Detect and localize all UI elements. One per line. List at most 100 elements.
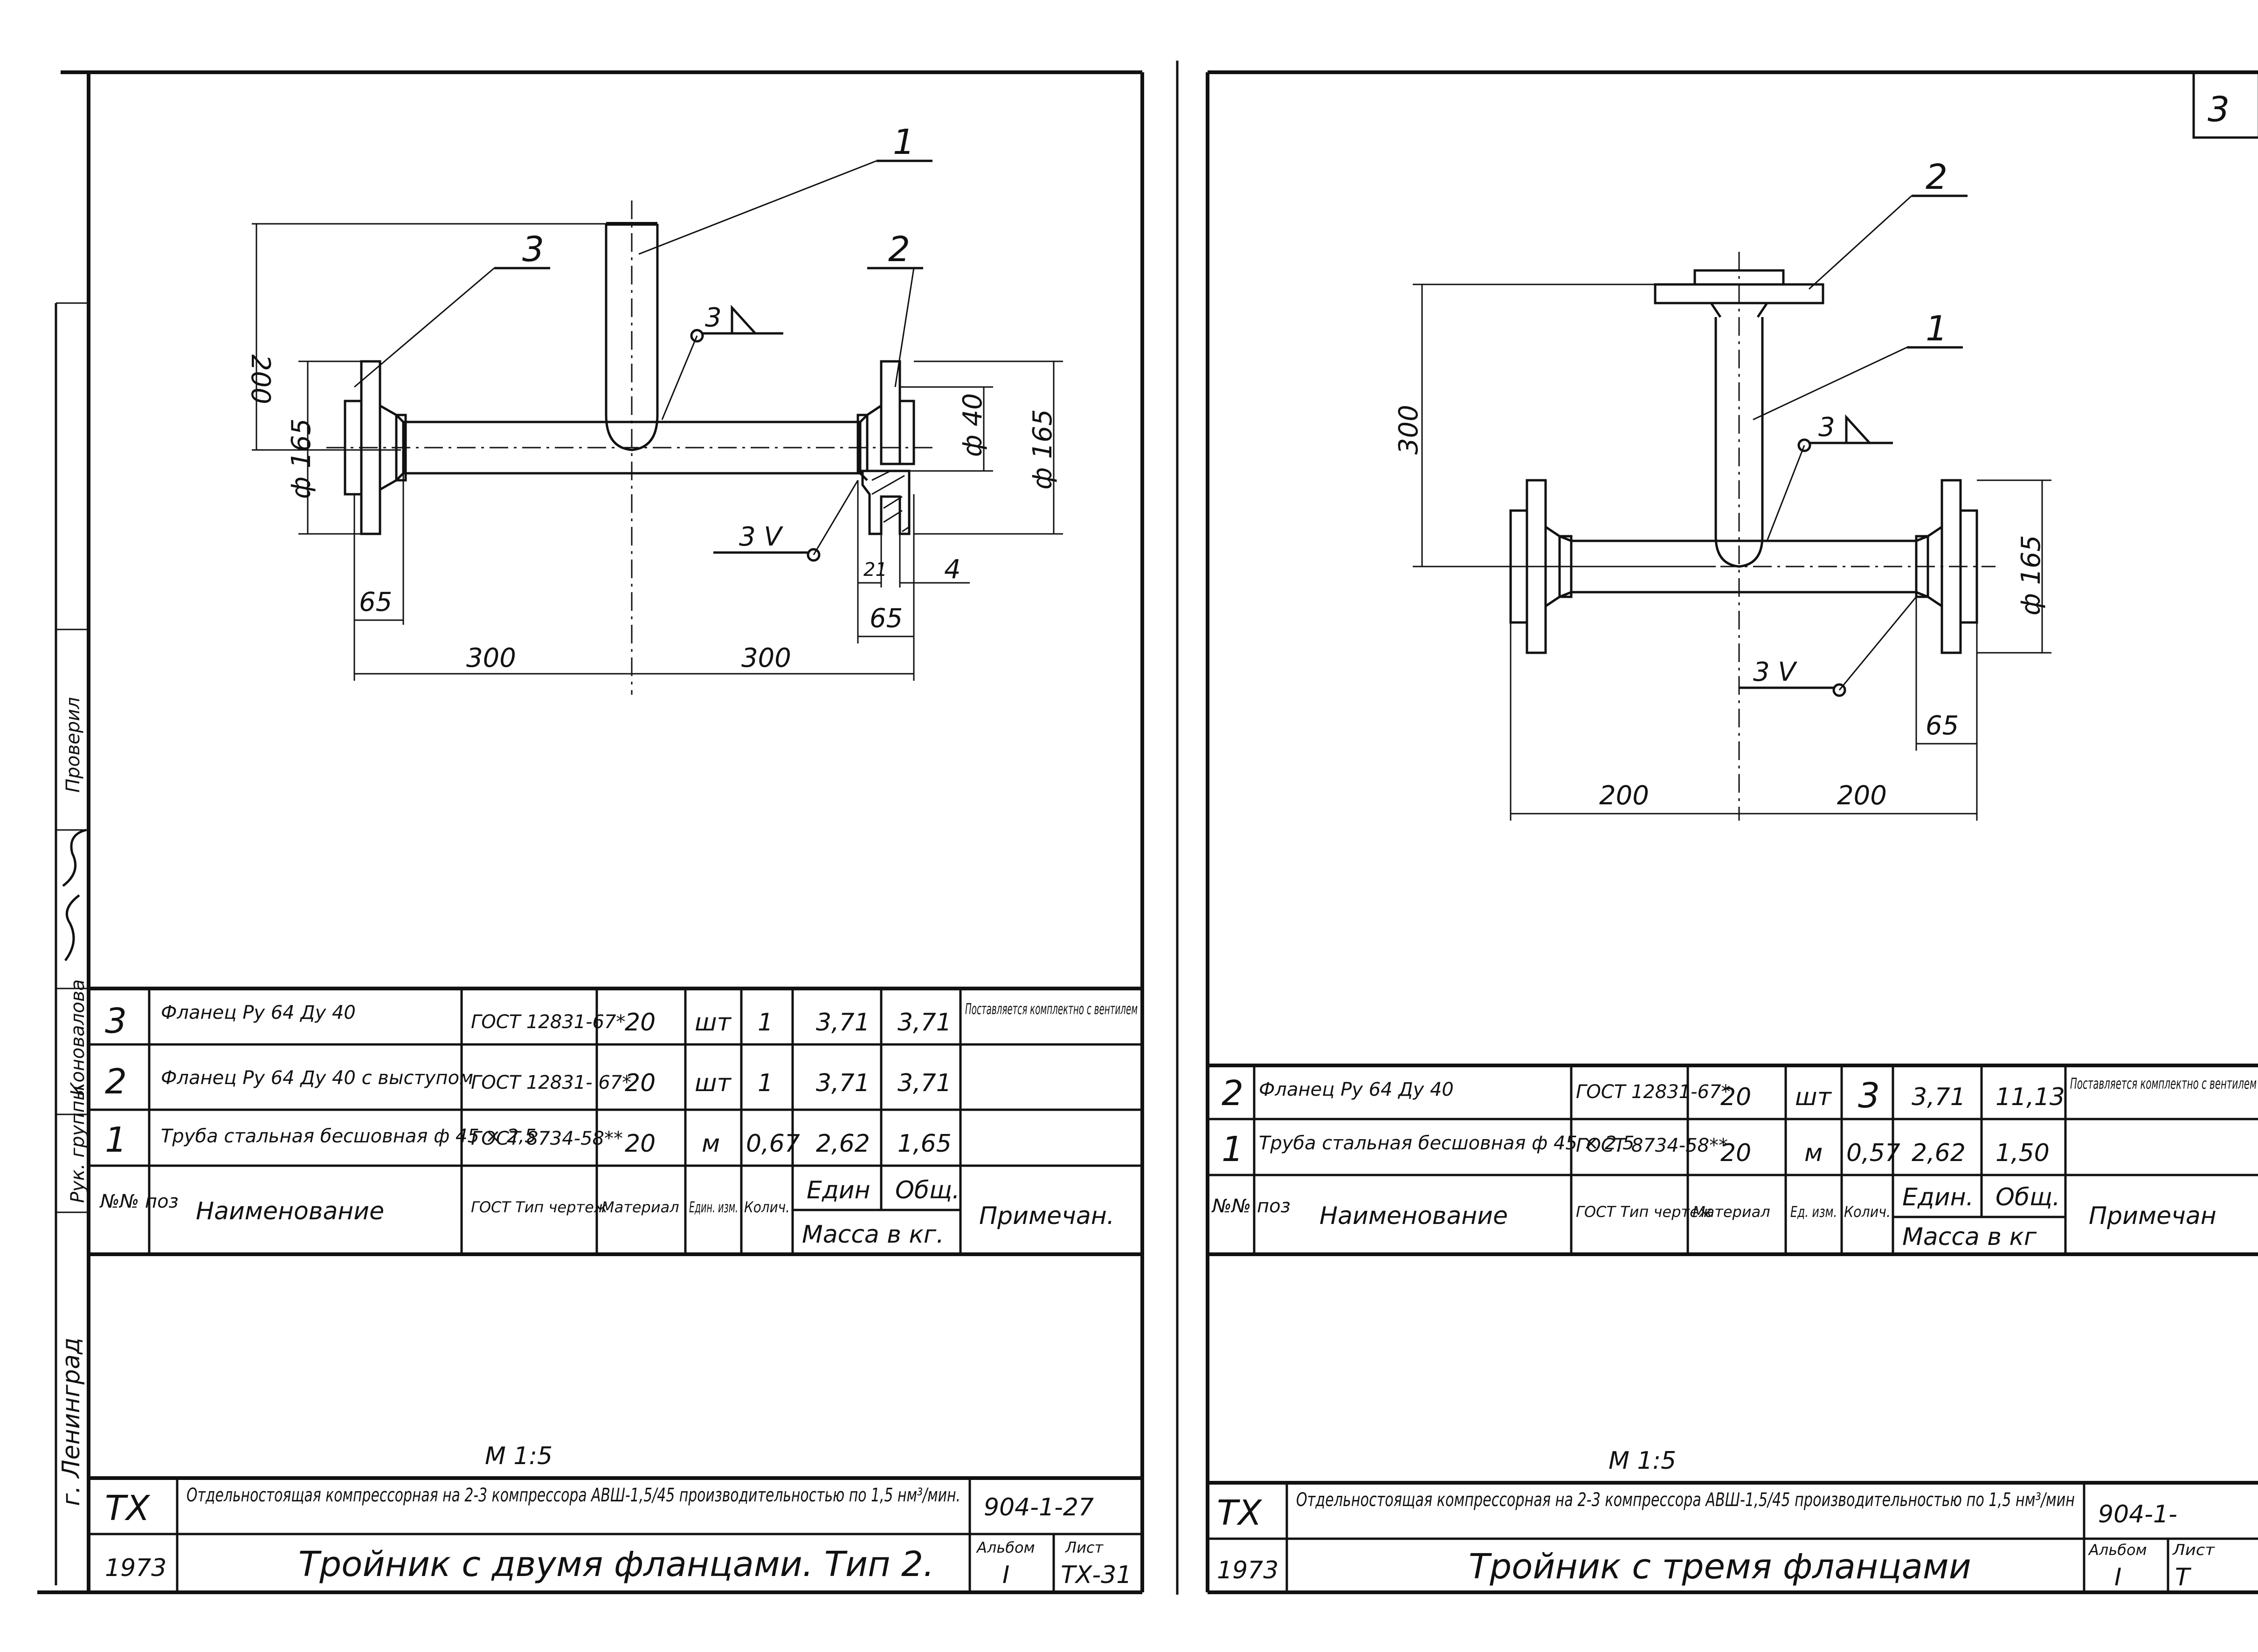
- svg-text:1,50: 1,50: [1996, 1139, 2050, 1167]
- svg-text:ГОСТ 8734-58**: ГОСТ 8734-58**: [1576, 1135, 1728, 1156]
- dim-phi165: ф 165: [2016, 535, 2046, 615]
- signature: [62, 829, 87, 961]
- svg-text:20: 20: [625, 1009, 656, 1037]
- svg-text:Альбом: Альбом: [976, 1539, 1035, 1556]
- svg-text:Поставляется комплектно с вент: Поставляется комплектно с вентилем: [965, 1000, 1138, 1018]
- svg-text:Ед. изм.: Ед. изм.: [1790, 1203, 1837, 1221]
- svg-text:20: 20: [1720, 1139, 1751, 1167]
- title-year: 1973: [1217, 1556, 1278, 1584]
- svg-text:Колич.: Колич.: [1844, 1203, 1891, 1221]
- svg-text:Колич.: Колич.: [744, 1198, 790, 1216]
- stamp-role: Проверил: [62, 697, 84, 793]
- svg-text:м: м: [702, 1130, 720, 1158]
- svg-text:2: 2: [105, 1062, 127, 1102]
- svg-text:м: м: [1804, 1139, 1823, 1167]
- spec-table-left: 3 Фланец Ру 64 Ду 40 ГОСТ 12831-67* 20 ш…: [89, 987, 1142, 1256]
- svg-text:1: 1: [105, 1120, 127, 1160]
- scale-right: М 1:5: [1609, 1447, 1676, 1475]
- svg-text:2: 2: [1222, 1073, 1243, 1113]
- svg-text:1: 1: [1222, 1129, 1243, 1169]
- weld-mark-3v: 3 V: [739, 522, 783, 552]
- tee-two-flanges-drawing: 200 ф 165 ф 40 ф 165 65: [245, 122, 1063, 695]
- title-code: ТХ: [105, 1488, 151, 1528]
- table-row: 2 Фланец Ру 64 Ду 40 ГОСТ 12831-67* 20 ш…: [1222, 1073, 2257, 1116]
- svg-text:ТХ-31: ТХ-31: [1061, 1561, 1132, 1589]
- dim-65-right: 65: [870, 603, 903, 634]
- svg-text:Примечан.: Примечан.: [979, 1202, 1114, 1230]
- callout-1: 1: [893, 122, 915, 162]
- svg-text:0,67: 0,67: [746, 1130, 800, 1158]
- svg-text:I: I: [1002, 1561, 1009, 1589]
- svg-text:1: 1: [758, 1009, 773, 1037]
- table-header: №№ поз Наименование ГОСТ Тип чертеж Мате…: [1211, 1183, 2217, 1251]
- dim-200-right: 200: [1837, 781, 1887, 811]
- svg-text:1: 1: [758, 1069, 773, 1097]
- dim-300: 300: [1394, 405, 1424, 455]
- dim-300-left: 300: [466, 643, 516, 673]
- svg-text:1,65: 1,65: [898, 1130, 952, 1158]
- svg-text:Масса в кг: Масса в кг: [1902, 1223, 2037, 1251]
- dim-200: 200: [245, 354, 276, 404]
- svg-text:Примечан: Примечан: [2089, 1202, 2217, 1230]
- dim-21: 21: [863, 559, 887, 581]
- weld-mark-3v: 3 V: [1753, 657, 1797, 687]
- dim-4: 4: [944, 554, 961, 585]
- svg-text:3: 3: [105, 1001, 127, 1041]
- table-row: 1 Труба стальная бесшовная ф 45 × 2,5 ГО…: [105, 1120, 952, 1160]
- svg-text:3,71: 3,71: [898, 1069, 952, 1097]
- title-project: Отдельностоящая компрессорная на 2-3 ком…: [1296, 1489, 2075, 1511]
- title-project: Отдельностоящая компрессорная на 2-3 ком…: [186, 1485, 960, 1506]
- table-row: 2 Фланец Ру 64 Ду 40 с выступом ГОСТ 128…: [105, 1062, 952, 1102]
- svg-text:Един.: Един.: [1902, 1183, 1974, 1211]
- svg-text:Фланец Ру 64 Ду 40 с выступом: Фланец Ру 64 Ду 40 с выступом: [161, 1067, 473, 1089]
- title-year: 1973: [105, 1554, 166, 1582]
- svg-text:Един: Един: [807, 1176, 870, 1204]
- svg-text:Материал: Материал: [601, 1198, 679, 1216]
- weld-mark-3: 3: [1818, 412, 1835, 442]
- svg-text:2,62: 2,62: [1912, 1139, 1966, 1167]
- stamp-name: Коновалова: [67, 979, 89, 1096]
- scale-left: М 1:5: [485, 1442, 552, 1470]
- title-main: Тройник с двумя фланцами. Тип 2.: [298, 1544, 934, 1584]
- stamp-org: г. Ленинград: [57, 1338, 85, 1506]
- stamp-role: Рук. группы: [67, 1086, 89, 1203]
- svg-text:шт: шт: [695, 1069, 732, 1097]
- callout-3: 3: [522, 229, 544, 270]
- svg-text:ГОСТ Тип чертеж: ГОСТ Тип чертеж: [471, 1198, 608, 1216]
- svg-text:20: 20: [1720, 1083, 1751, 1111]
- title-main: Тройник с тремя фланцами: [1469, 1547, 1971, 1587]
- dim-300-right: 300: [741, 643, 791, 673]
- svg-text:Общ.: Общ.: [1996, 1183, 2060, 1211]
- svg-text:20: 20: [625, 1069, 656, 1097]
- svg-text:Фланец Ру 64 Ду 40: Фланец Ру 64 Ду 40: [1259, 1079, 1454, 1100]
- spec-table-right: 2 Фланец Ру 64 Ду 40 ГОСТ 12831-67* 20 ш…: [1208, 1064, 2258, 1256]
- svg-text:0,57: 0,57: [1846, 1139, 1900, 1167]
- svg-text:Материал: Материал: [1692, 1203, 1770, 1221]
- side-stamp: г. Ленинград Рук. группы Коновалова Пров…: [55, 302, 89, 1585]
- right-sheet: 3 300: [1206, 70, 2258, 1594]
- svg-text:Лист: Лист: [1065, 1539, 1104, 1556]
- svg-text:шт: шт: [1795, 1083, 1832, 1111]
- svg-text:ГОСТ 12831-67*: ГОСТ 12831-67*: [1576, 1081, 1730, 1103]
- svg-text:Фланец Ру 64 Ду 40: Фланец Ру 64 Ду 40: [161, 1002, 356, 1023]
- svg-text:ГОСТ 12831- 67*: ГОСТ 12831- 67*: [471, 1072, 631, 1093]
- svg-text:2,62: 2,62: [816, 1130, 870, 1158]
- svg-text:Един. изм.: Един. изм.: [689, 1198, 738, 1216]
- title-code: ТХ: [1217, 1493, 1263, 1533]
- svg-text:20: 20: [625, 1130, 656, 1158]
- dim-phi165-left: ф 165: [286, 418, 317, 499]
- svg-text:3,71: 3,71: [816, 1009, 870, 1037]
- dim-65: 65: [1926, 711, 1959, 741]
- svg-text:№№ поз: №№ поз: [99, 1191, 179, 1212]
- svg-text:3,71: 3,71: [1912, 1083, 1966, 1111]
- svg-text:11,13: 11,13: [1996, 1083, 2065, 1111]
- dim-phi40: ф 40: [958, 393, 988, 457]
- svg-text:3,71: 3,71: [816, 1069, 870, 1097]
- dim-200-left: 200: [1599, 781, 1649, 811]
- title-drawing-no: 904-1-: [2098, 1500, 2177, 1528]
- left-sheet: г. Ленинград Рук. группы Коновалова Пров…: [37, 61, 1179, 1595]
- svg-text:3: 3: [1858, 1076, 1880, 1116]
- svg-text:I: I: [2114, 1563, 2121, 1591]
- svg-text:ГОСТ 12831-67*: ГОСТ 12831-67*: [471, 1011, 625, 1033]
- svg-text:Наименование: Наименование: [1319, 1202, 1508, 1230]
